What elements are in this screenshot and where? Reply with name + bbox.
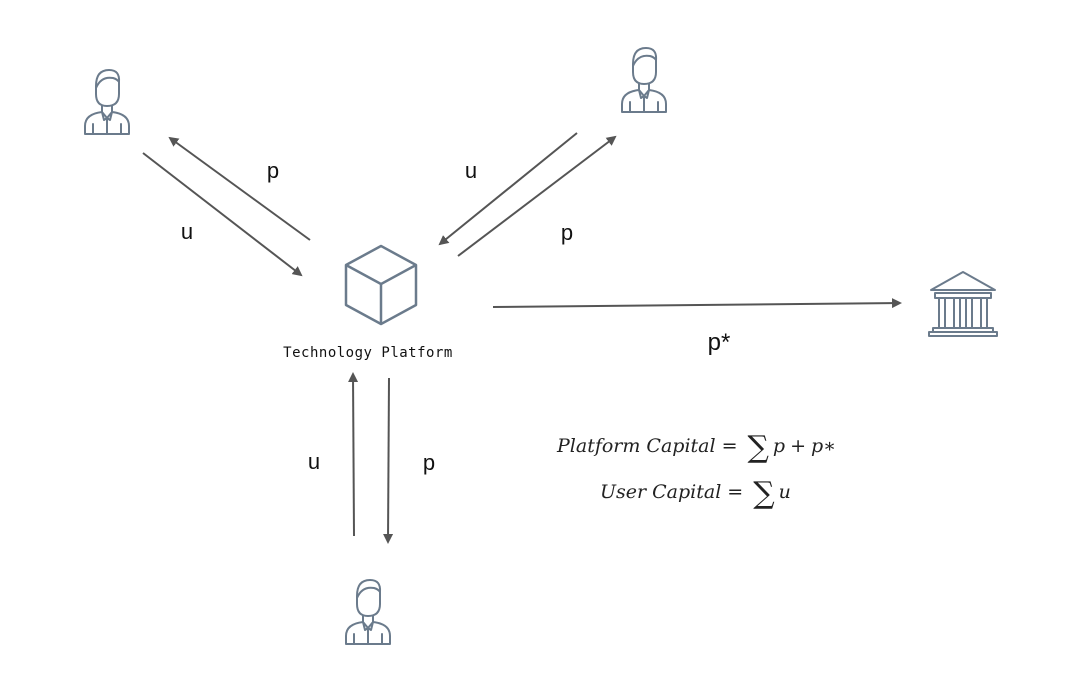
platform-capital-extra: p∗ [811,435,837,457]
user-icon-top-right [621,47,667,113]
platform-capital-equals: = [721,435,738,457]
arrow-bottom-user-to-platform [348,372,359,537]
user-capital-sum: ∑ [753,476,775,511]
edge-label-top-left-u: u [181,219,193,244]
bank-icon [928,271,998,337]
arrow-platform-to-top-right-user [457,135,617,257]
platform-label: Technology Platform [283,345,453,361]
edge-label-institution: p* [708,329,731,356]
edge-label-top-right-p: p [561,220,573,245]
user-capital-lhs: User Capital [600,481,722,503]
platform-capital-plus: + [790,435,807,457]
platform-capital-term: p [772,435,786,457]
arrow-platform-to-bottom-user [383,377,394,544]
arrow-platform-to-institution [492,298,902,309]
arrow-platform-to-top-left-user [168,136,311,241]
platform-capital-sum: ∑ [747,430,769,465]
edge-label-top-left-p: p [267,158,279,183]
user-icon-top-left [84,69,130,135]
edge-label-bottom-p: p [423,450,435,475]
arrow-top-right-user-to-platform [438,132,578,246]
user-icon-bottom [345,579,391,645]
platform-capital-formula: Platform Capital= ∑p+p∗ [557,430,836,465]
arrow-top-left-user-to-platform [142,152,303,277]
cube-icon [344,244,418,326]
platform-capital-lhs: Platform Capital [557,435,716,457]
user-capital-term: u [778,481,791,503]
edge-label-bottom-u: u [308,449,320,474]
edge-label-top-right-u: u [465,158,477,183]
user-capital-formula: User Capital= ∑u [600,476,791,511]
user-capital-equals: = [727,481,744,503]
